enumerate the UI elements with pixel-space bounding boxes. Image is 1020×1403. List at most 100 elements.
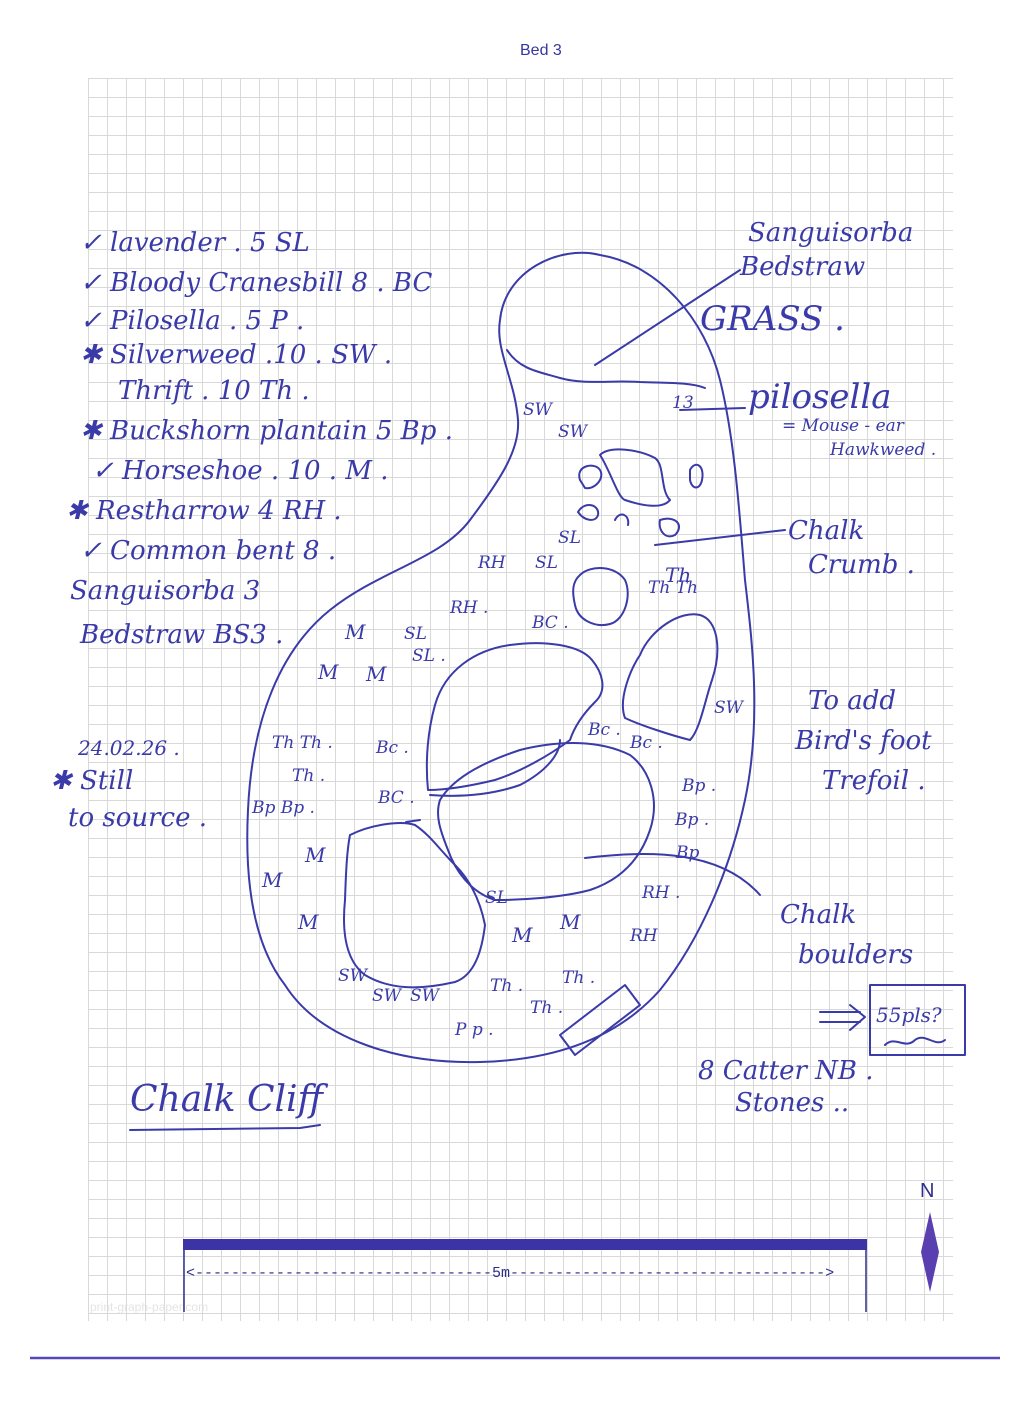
mouse-ear-label: = Mouse - ear <box>782 416 904 436</box>
sanguisorba-label: Sanguisorba <box>748 218 914 248</box>
list-item-bedstraw: Bedstraw BS3 . <box>80 620 284 650</box>
bed-label: Th <box>665 563 692 587</box>
bed-label: SL <box>404 624 427 644</box>
bed-label: P p . <box>455 1020 494 1040</box>
bed-label: SW <box>558 422 588 442</box>
bed-label: SW <box>714 698 744 718</box>
boulder-arrow <box>819 1004 866 1031</box>
crumb-blob-4 <box>577 504 600 521</box>
crumb-blob-2 <box>599 448 671 507</box>
grass-label: GRASS . <box>700 299 845 339</box>
bed-outline <box>246 251 756 1064</box>
bed-label: SL <box>485 888 508 908</box>
bed-label: SL <box>558 528 581 548</box>
boulder-pointer <box>584 852 761 896</box>
stones-label: Stones .. <box>735 1088 850 1118</box>
bed-label: SW <box>410 986 440 1006</box>
north-arrow <box>921 1212 939 1292</box>
boulder-count-label: 55pls? <box>876 1003 942 1027</box>
bed-label: M <box>345 620 366 644</box>
page-title: Bed 3 <box>520 42 562 59</box>
boulders-label: boulders <box>798 940 914 970</box>
chalk-cliff-label: Chalk Cliff <box>130 1079 324 1120</box>
zone-upper-right <box>621 613 719 741</box>
chalk-crumb-label: Chalk <box>788 516 865 546</box>
bedstraw-label: Bedstraw <box>740 252 866 282</box>
scatter-label: 8 Catter NB . <box>698 1056 874 1086</box>
dividing-line <box>429 739 561 797</box>
bed-label: M <box>305 843 326 867</box>
chalk-boulder <box>572 567 629 626</box>
boulder-strip <box>559 984 641 1056</box>
grass-boundary <box>506 349 706 389</box>
bed-label: SW <box>372 986 402 1006</box>
still-note: ✱ Still <box>50 766 134 796</box>
bed-label: BC . <box>378 788 415 808</box>
trefoil-label: Trefoil . <box>822 766 926 796</box>
birds-foot-label: Bird's foot <box>795 726 932 756</box>
bed-label: SW <box>523 400 553 420</box>
date-note: 24.02.26 . <box>78 736 180 760</box>
list-item-lavender: ✓ lavender . 5 SL <box>80 228 310 258</box>
zone-lower-left <box>343 822 486 989</box>
to-source-note: to source . <box>68 803 208 833</box>
crumb-label: Crumb . <box>808 550 915 580</box>
bed-label: Bc . <box>588 720 621 740</box>
bed-label: RH <box>630 926 658 946</box>
list-item-pilosella: ✓ Pilosella . 5 P . <box>80 306 305 336</box>
list-item-sanguisorba: Sanguisorba 3 <box>70 576 261 606</box>
list-item-silverweed: ✱ Silverweed .10 . SW . <box>80 340 393 370</box>
scale-label: <---------------------------------5m----… <box>186 1265 835 1282</box>
bed-label: Bc . <box>630 733 663 753</box>
bed-label: M <box>298 910 319 934</box>
crumb-blob-5 <box>614 513 680 538</box>
bed-label: SL <box>535 553 558 573</box>
bed-label: Th . <box>490 976 524 996</box>
bed-label: Th . <box>530 998 564 1018</box>
bed-label: Bp . <box>675 810 710 830</box>
list-item-horseshoe: ✓ Horseshoe . 10 . M . <box>92 456 389 486</box>
crumb-blob-3 <box>689 463 704 489</box>
list-item-common-bent: ✓ Common bent 8 . <box>80 536 337 566</box>
north-label: N <box>920 1180 935 1202</box>
bed-label: M <box>366 662 387 686</box>
chalk-boulders-label: Chalk <box>780 900 857 930</box>
scale-bar <box>183 1239 867 1250</box>
list-item-bloody-cranesbill: ✓ Bloody Cranesbill 8 . BC <box>80 268 433 298</box>
bed-label: Th . <box>292 766 326 786</box>
bed-label: M <box>512 923 533 947</box>
graph-paper-grid <box>88 78 953 1321</box>
chalk-cliff-underline <box>129 1124 321 1131</box>
bed-label: Th Th <box>648 578 698 598</box>
bed-label: RH . <box>450 598 489 618</box>
bed-label: RH . <box>642 883 681 903</box>
bed-label: SW <box>338 966 368 986</box>
bed-label: Bp Bp . <box>252 798 315 818</box>
bed-label: SL . <box>412 646 446 666</box>
hawkweed-label: Hawkweed . <box>830 440 937 460</box>
boulder-box <box>869 984 966 1056</box>
boulder-scribble <box>884 1036 946 1046</box>
bed-label: Bc . <box>376 738 409 758</box>
bed-label: Bp <box>676 843 700 863</box>
n13-label: 13 <box>672 393 694 413</box>
pilosella-label: pilosella <box>748 377 892 417</box>
bed-label: M <box>560 910 581 934</box>
to-add-label: To add <box>808 686 897 716</box>
bed-label: M <box>262 868 283 892</box>
bed-label: Bp . <box>682 776 717 796</box>
sanguisorba-pointer <box>594 269 741 366</box>
crumb-blob-1 <box>578 464 603 490</box>
zone-middle <box>425 642 604 791</box>
bed-label: RH <box>478 553 506 573</box>
pp-pointer <box>405 819 421 823</box>
chalk-crumb-pointer <box>654 529 786 546</box>
bed-label: Th . <box>562 968 596 988</box>
bed-label: M <box>318 660 339 684</box>
list-item-buckshorn-plantain: ✱ Buckshorn plantain 5 Bp . <box>80 416 453 446</box>
list-item-thrift: Thrift . 10 Th . <box>118 376 310 406</box>
bed-label: BC . <box>532 613 569 633</box>
bed-label: Th Th . <box>272 733 333 753</box>
pilosella-pointer <box>679 407 746 411</box>
